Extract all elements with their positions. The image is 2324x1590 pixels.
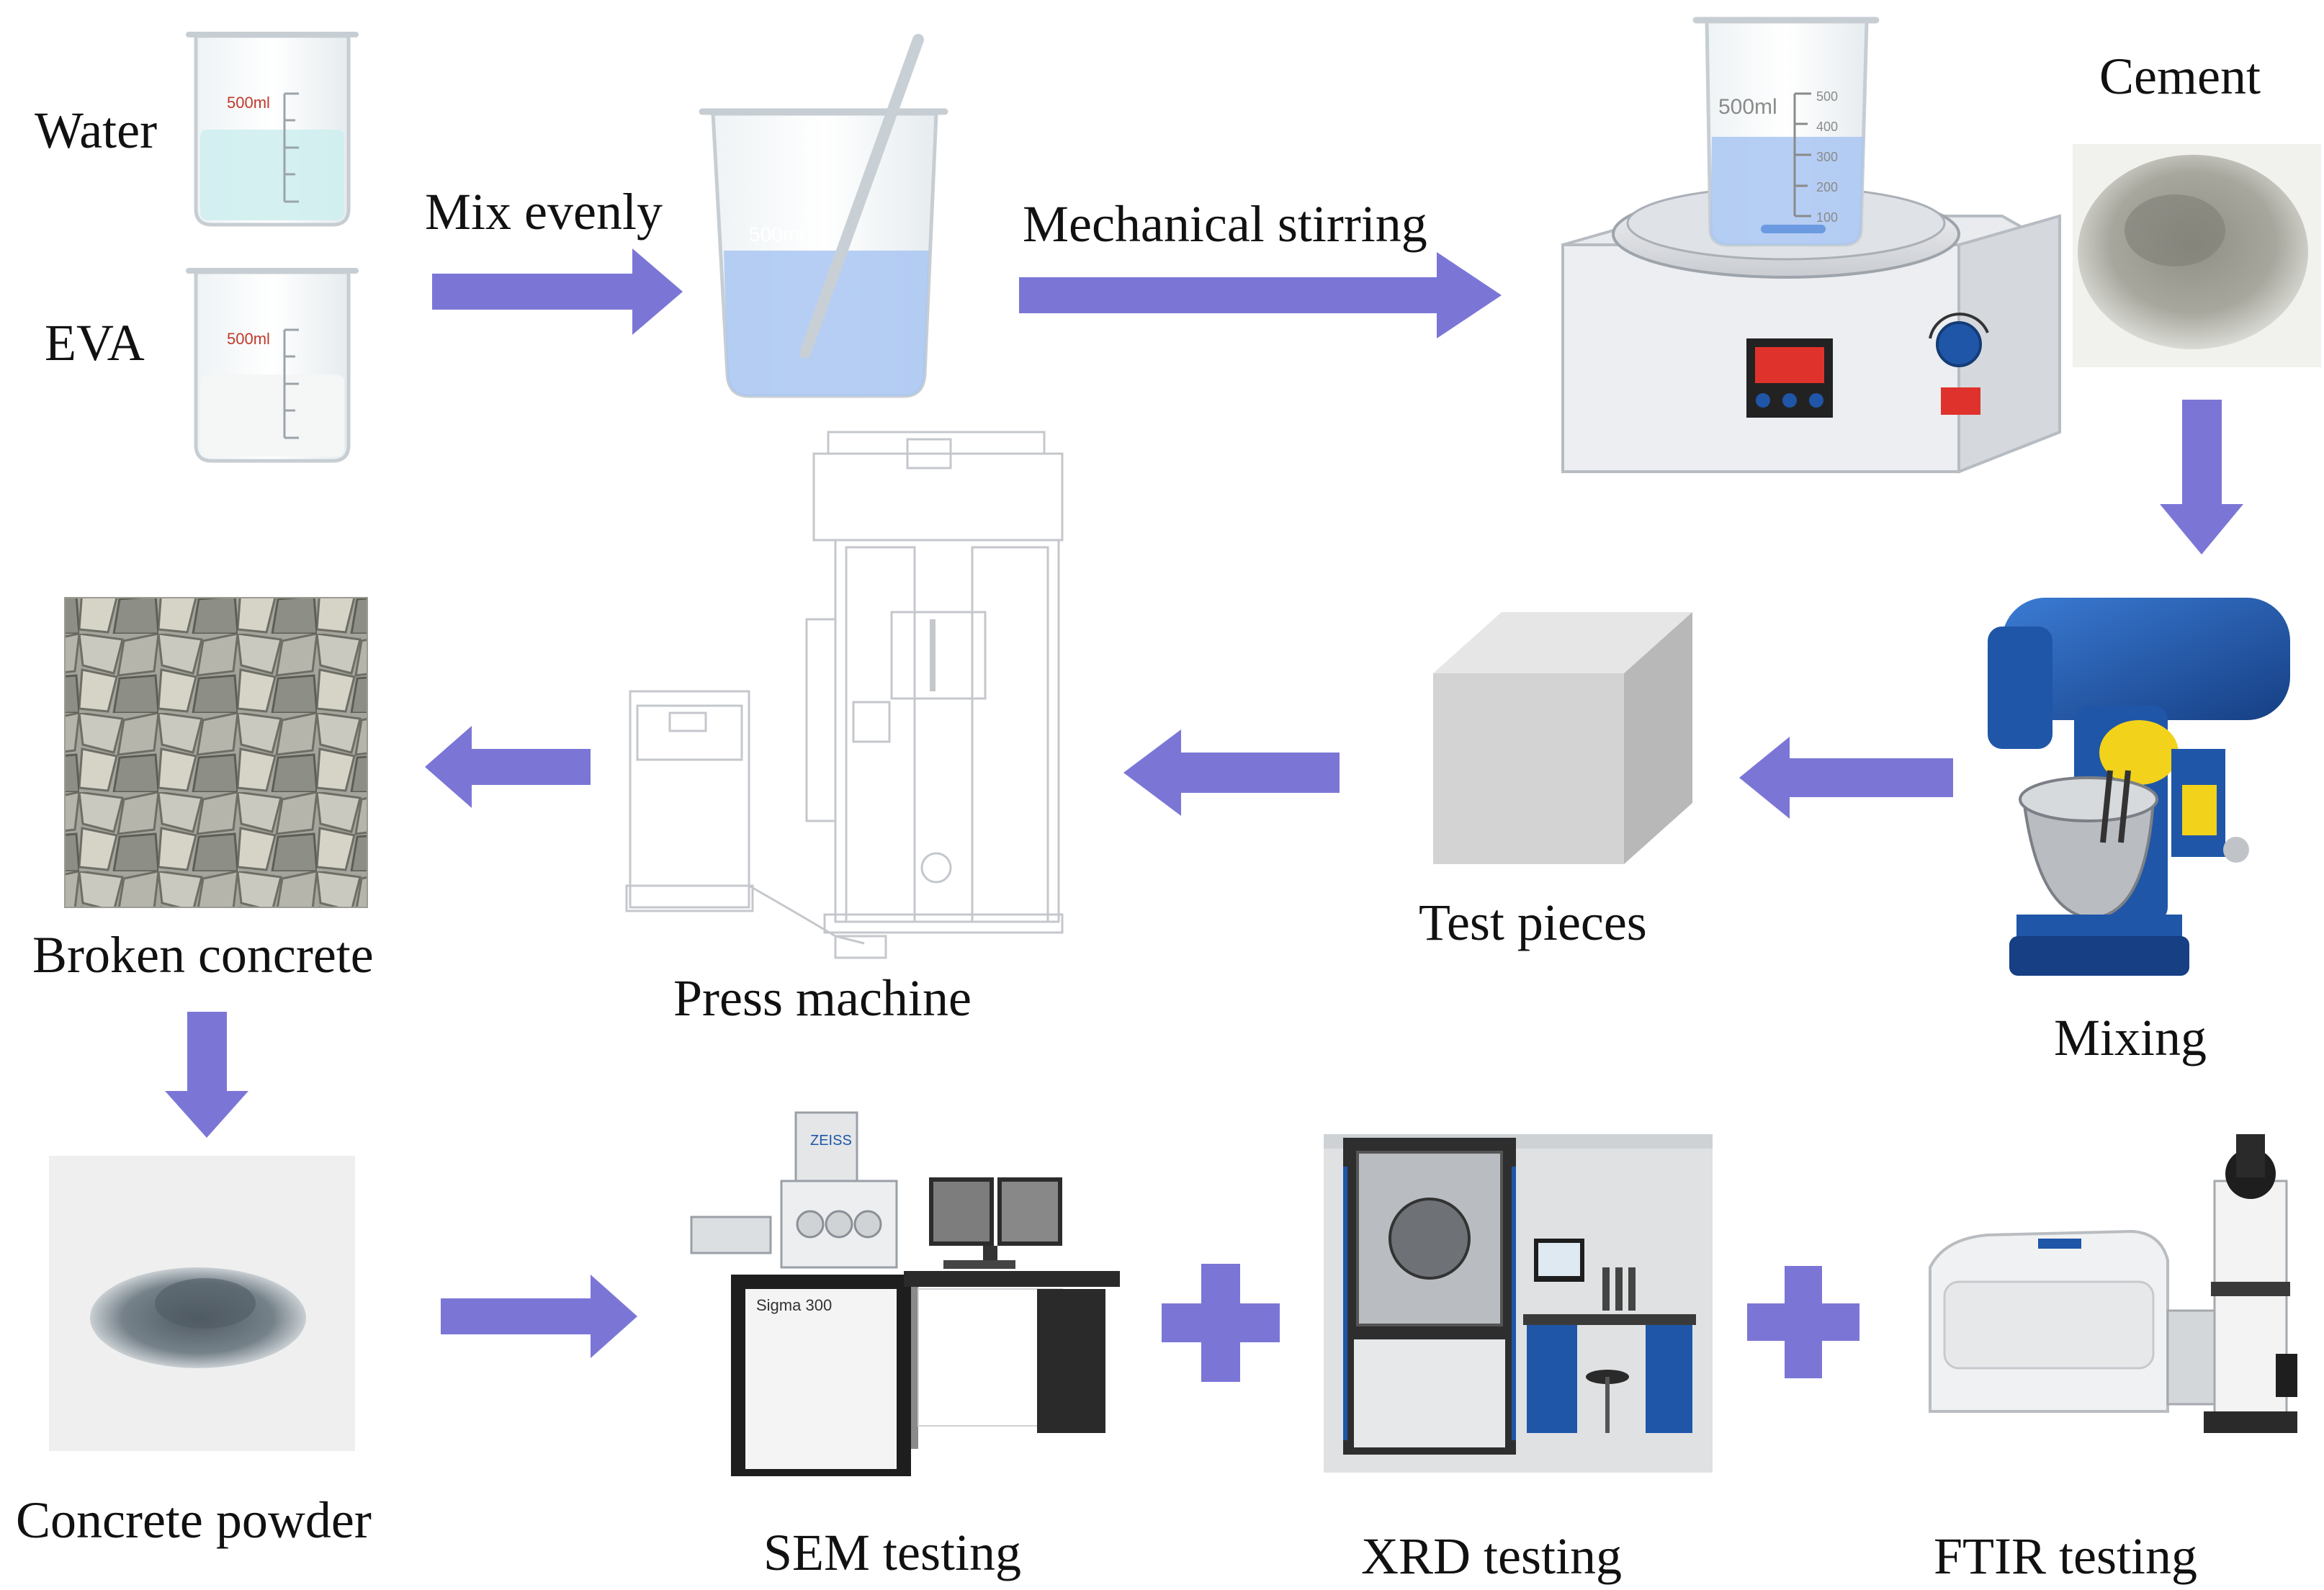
plus-icon [1747,1266,1859,1378]
glass-rod-icon [799,34,924,359]
arrow-right-icon [1019,252,1502,338]
test-pieces-label: Test pieces [1419,894,1647,951]
beaker-on-stirrer-icon: 500ml 500 400 300 200 100 [1692,17,1880,247]
beaker-volume-text: 500ml [227,94,270,112]
beaker-tick-400: 400 [1816,120,1838,134]
press-machine-label: Press machine [673,969,972,1027]
beaker-volume-text: 500ml [749,223,804,246]
beaker-volume-text: 500ml [1718,95,1777,119]
concrete-powder-icon [49,1156,355,1451]
sem-instrument-icon: Sigma 300 ZEISS [690,1111,1120,1476]
water-beaker-icon: 500ml [186,32,359,227]
broken-concrete-label: Broken concrete [32,926,374,984]
arrow-left-icon [1123,729,1340,816]
xrd-instrument-icon [1324,1134,1713,1473]
arrow-right-icon [441,1275,637,1358]
mixing-label: Mixing [2054,1009,2207,1066]
arrow-right-icon [432,248,683,335]
beaker-tick-100: 100 [1816,210,1838,225]
cement-powder-icon [2073,144,2321,367]
eva-beaker-icon: 500ml [186,268,359,463]
sem-testing-label: SEM testing [763,1524,1021,1581]
arrow-left-icon [425,726,591,808]
press-machine-icon [625,431,1064,959]
concrete-powder-label: Concrete powder [16,1491,372,1549]
beaker-tick-300: 300 [1816,150,1838,164]
arrow-down-icon [2160,400,2243,554]
mix-evenly-label: Mix evenly [425,183,663,241]
sem-brand-text: ZEISS [810,1133,852,1149]
mechanical-stirring-label: Mechanical stirring [1023,195,1427,253]
arrow-left-icon [1739,737,1953,819]
broken-concrete-icon [64,597,368,908]
magnetic-stirrer-icon [1561,186,2061,474]
mortar-mixer-icon [1988,598,2290,976]
beaker-tick-200: 200 [1816,180,1838,194]
eva-label: EVA [45,314,145,372]
xrd-testing-label: XRD testing [1361,1527,1622,1585]
beaker-tick-500: 500 [1816,89,1838,104]
arrow-down-icon [165,1012,248,1138]
mixing-beaker-icon: 500ml [699,108,948,398]
ftir-instrument-icon [1929,1134,2297,1433]
sem-model-text: Sigma 300 [756,1296,832,1314]
plus-icon [1162,1264,1280,1382]
beaker-volume-text: 500ml [227,330,270,348]
water-label: Water [35,102,157,159]
ftir-testing-label: FTIR testing [1934,1527,2197,1585]
cement-label: Cement [2099,48,2261,105]
test-cube-icon [1433,612,1692,864]
